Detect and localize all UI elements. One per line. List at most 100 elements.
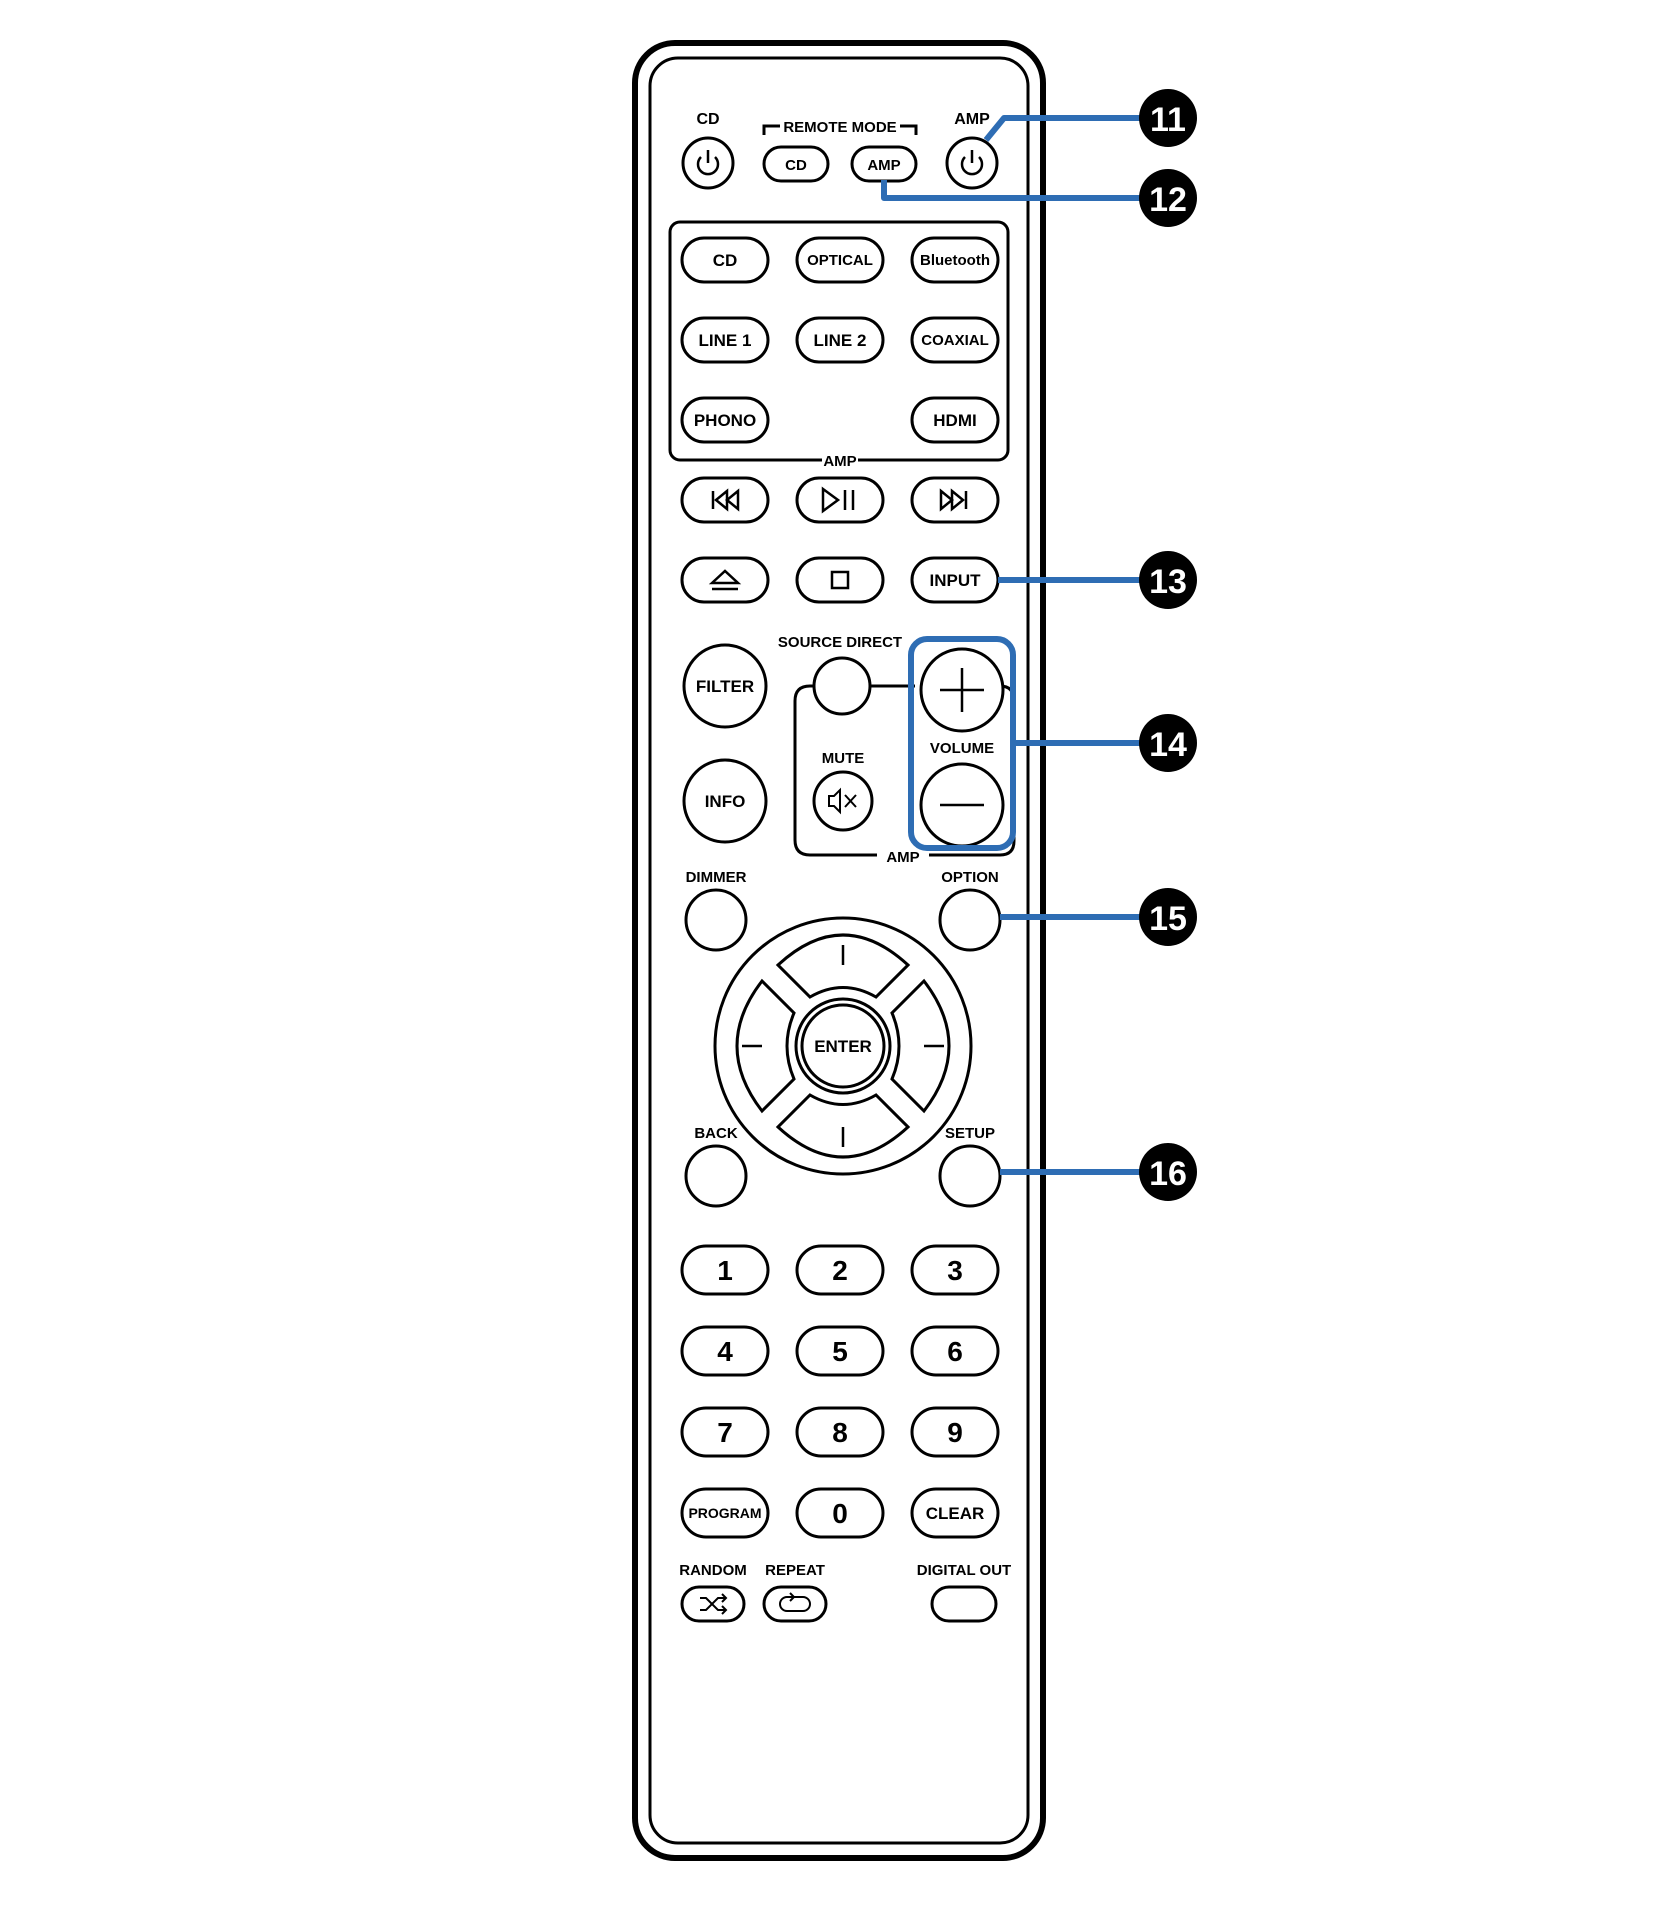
amp-power-label: AMP — [954, 111, 990, 128]
input-cd-button[interactable]: CD — [680, 236, 770, 284]
input-cd-label: CD — [713, 251, 738, 270]
setup-button[interactable] — [938, 1144, 1002, 1208]
remote-mode-cd-label: CD — [785, 157, 807, 174]
input-line2-button[interactable]: LINE 2 — [795, 316, 885, 364]
remote-mode-amp-label: AMP — [867, 157, 900, 174]
key-5-button[interactable]: 5 — [795, 1325, 885, 1377]
filter-button[interactable]: FILTER — [682, 643, 768, 729]
remote-mode-cd-button[interactable]: CD — [762, 145, 830, 183]
callout-14-number: 14 — [1149, 726, 1187, 764]
eject-icon — [708, 569, 742, 591]
back-button[interactable] — [684, 1144, 748, 1208]
option-button[interactable] — [938, 888, 1002, 952]
option-label: OPTION — [941, 869, 999, 886]
clear-button[interactable]: CLEAR — [910, 1487, 1000, 1539]
callout-14: 14 — [1139, 714, 1197, 772]
key-6-button[interactable]: 6 — [910, 1325, 1000, 1377]
random-button[interactable] — [680, 1585, 746, 1623]
input-bluetooth-button[interactable]: Bluetooth — [910, 236, 1000, 284]
play-pause-button[interactable] — [795, 476, 885, 524]
callout-line-11 — [983, 115, 1140, 142]
amp-section-label: AMP — [823, 453, 856, 470]
power-icon — [696, 150, 720, 176]
program-button[interactable]: PROGRAM — [680, 1487, 770, 1539]
callout-15: 15 — [1139, 888, 1197, 946]
input-line1-button[interactable]: LINE 1 — [680, 316, 770, 364]
stop-button[interactable] — [795, 556, 885, 604]
info-label: INFO — [705, 792, 746, 811]
key-8-label: 8 — [832, 1417, 848, 1448]
key-3-button[interactable]: 3 — [910, 1244, 1000, 1296]
callout-lines — [881, 115, 1140, 1175]
dpad-down-button[interactable] — [775, 1093, 911, 1159]
input-optical-label: OPTICAL — [807, 252, 873, 269]
input-hdmi-button[interactable]: HDMI — [910, 396, 1000, 444]
numeric-keypad: 1 2 3 4 5 6 7 8 9 PROGRAM 0 CLEAR — [680, 1244, 1000, 1539]
input-phono-button[interactable]: PHONO — [680, 396, 770, 444]
info-button[interactable]: INFO — [682, 758, 768, 844]
callout-11-number: 11 — [1150, 101, 1186, 139]
input-optical-button[interactable]: OPTICAL — [795, 236, 885, 284]
skip-forward-icon — [939, 488, 968, 512]
input-hdmi-label: HDMI — [933, 411, 976, 430]
callout-11: 11 — [1139, 89, 1197, 147]
dpad-right-button[interactable] — [890, 978, 951, 1114]
key-2-label: 2 — [832, 1255, 848, 1286]
mute-button[interactable] — [812, 770, 874, 832]
volume-down-button[interactable] — [919, 762, 1005, 848]
skip-forward-button[interactable] — [910, 476, 1000, 524]
key-7-button[interactable]: 7 — [680, 1406, 770, 1458]
setup-label: SETUP — [945, 1125, 995, 1142]
key-4-label: 4 — [717, 1336, 733, 1367]
key-9-label: 9 — [947, 1417, 963, 1448]
input-button[interactable]: INPUT — [910, 556, 1000, 604]
cd-power-button[interactable] — [681, 136, 735, 190]
input-line2-label: LINE 2 — [814, 331, 867, 350]
repeat-button[interactable] — [762, 1585, 828, 1623]
volume-label: VOLUME — [930, 740, 994, 757]
skip-back-button[interactable] — [680, 476, 770, 524]
callout-12-number: 12 — [1149, 181, 1187, 219]
remote-mode-amp-button[interactable]: AMP — [850, 145, 918, 183]
dimmer-button[interactable] — [684, 888, 748, 952]
key-1-label: 1 — [717, 1255, 733, 1286]
dpad-left-button[interactable] — [735, 978, 796, 1114]
callout-12: 12 — [1139, 169, 1197, 227]
clear-label: CLEAR — [926, 1504, 985, 1523]
cd-power-label: CD — [696, 111, 719, 128]
enter-button[interactable]: ENTER — [794, 997, 892, 1095]
key-1-button[interactable]: 1 — [680, 1244, 770, 1296]
key-4-button[interactable]: 4 — [680, 1325, 770, 1377]
remote-body — [632, 40, 1046, 1861]
shuffle-icon — [700, 1593, 728, 1615]
key-7-label: 7 — [717, 1417, 733, 1448]
eject-button[interactable] — [680, 556, 770, 604]
input-coaxial-button[interactable]: COAXIAL — [910, 316, 1000, 364]
callout-16: 16 — [1139, 1143, 1197, 1201]
volume-up-button[interactable] — [919, 647, 1005, 733]
callout-13-number: 13 — [1149, 563, 1187, 601]
input-phono-label: PHONO — [694, 411, 756, 430]
power-icon — [960, 150, 984, 176]
remote-mode-bracket — [762, 124, 918, 135]
key-8-button[interactable]: 8 — [795, 1406, 885, 1458]
input-bluetooth-label: Bluetooth — [920, 252, 990, 269]
source-direct-button[interactable] — [812, 656, 872, 716]
mute-label: MUTE — [822, 750, 865, 767]
digital-out-button[interactable] — [930, 1585, 998, 1623]
dpad: ENTER — [713, 916, 973, 1176]
callout-15-number: 15 — [1149, 900, 1187, 938]
dpad-up-button[interactable] — [775, 933, 911, 999]
input-button-label: INPUT — [930, 571, 982, 590]
source-direct-label: SOURCE DIRECT — [778, 634, 902, 651]
key-2-button[interactable]: 2 — [795, 1244, 885, 1296]
key-3-label: 3 — [947, 1255, 963, 1286]
amp-power-button[interactable] — [945, 136, 999, 190]
key-0-button[interactable]: 0 — [795, 1487, 885, 1539]
plus-icon — [940, 668, 984, 712]
back-label: BACK — [694, 1125, 737, 1142]
key-9-button[interactable]: 9 — [910, 1406, 1000, 1458]
repeat-label: REPEAT — [765, 1562, 825, 1579]
repeat-icon — [779, 1592, 811, 1612]
